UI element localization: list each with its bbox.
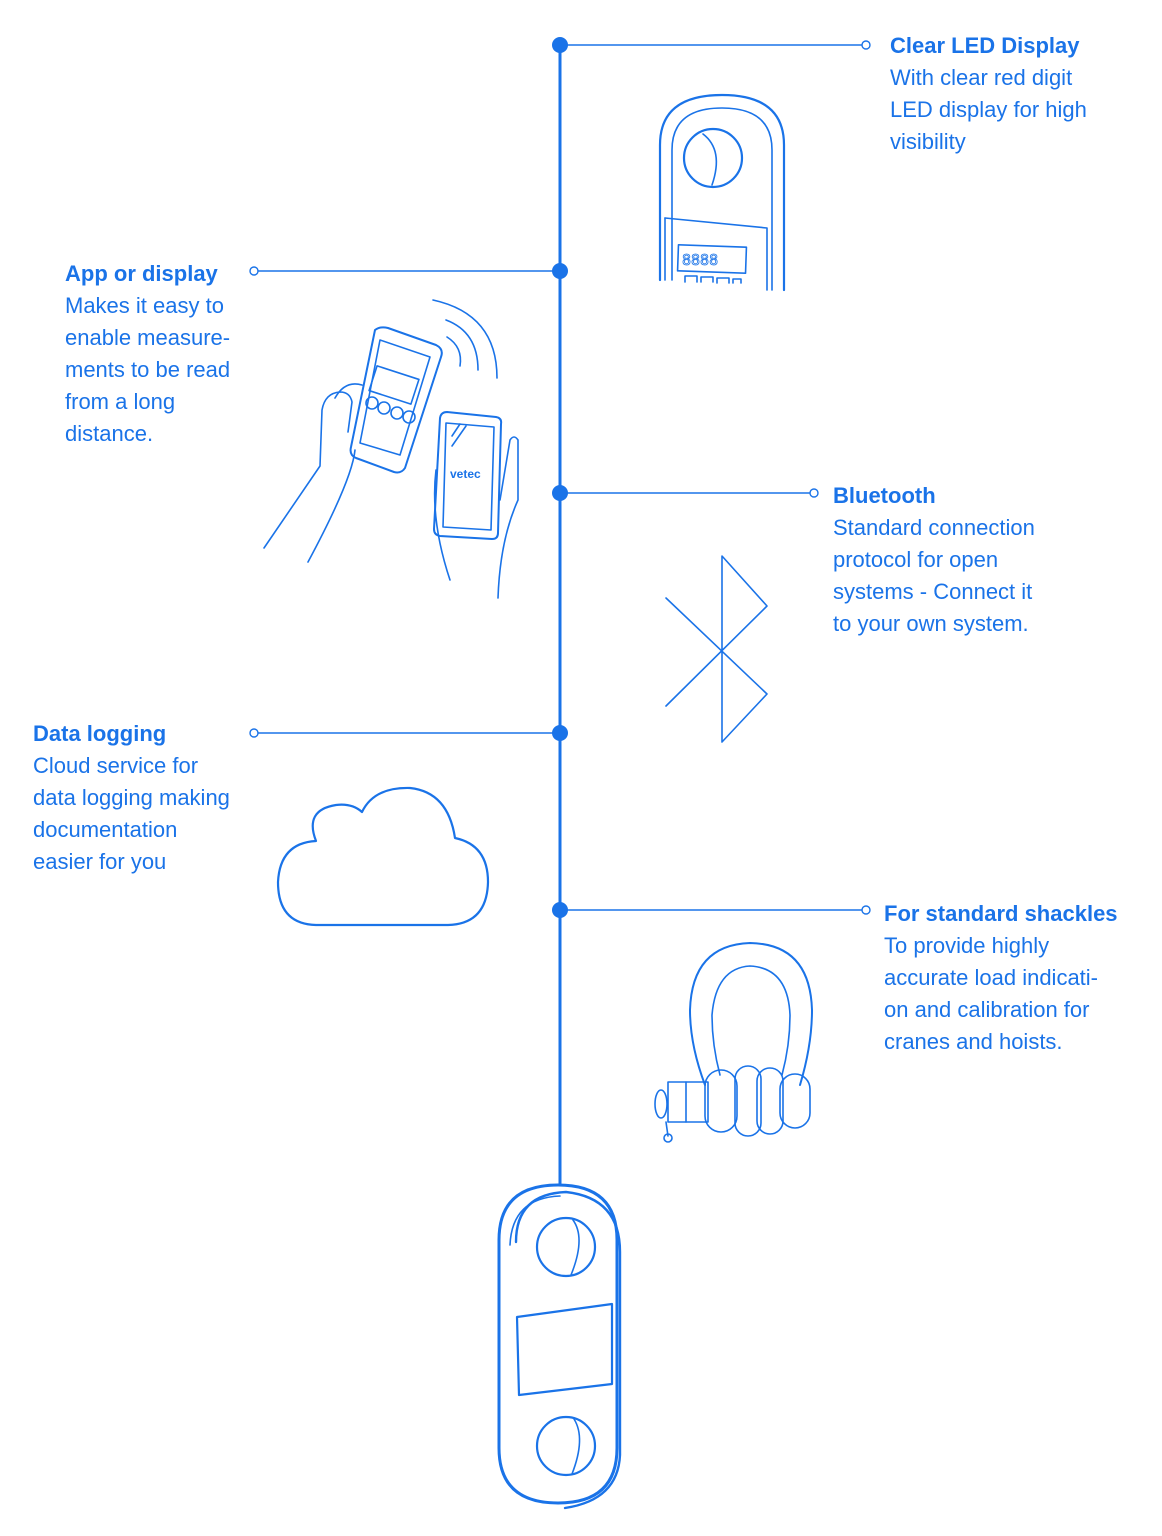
feature-desc-line: visibility xyxy=(890,129,966,154)
remote-and-phone-icon: vetec xyxy=(263,299,519,599)
feature-desc-line: data logging making xyxy=(33,785,230,810)
connector-shackles xyxy=(552,902,871,918)
shackle-icon xyxy=(654,942,813,1143)
feature-desc-line: Standard connection xyxy=(833,515,1035,540)
feature-bluetooth: Bluetooth Standard connection protocol f… xyxy=(833,480,1093,640)
feature-desc-line: accurate load indicati- xyxy=(884,965,1099,990)
connector-end-dot xyxy=(249,266,259,276)
feature-title: App or display xyxy=(65,261,218,286)
cloud-icon xyxy=(276,786,490,927)
feature-standard-shackles: For standard shackles To provide highly … xyxy=(884,898,1144,1058)
timeline-node xyxy=(552,263,568,279)
feature-desc-line: to your own system. xyxy=(833,611,1029,636)
connector-led xyxy=(552,37,871,53)
connector-end-dot xyxy=(861,40,871,50)
feature-desc-line: from a long xyxy=(65,389,176,414)
feature-desc-line: Makes it easy to xyxy=(65,293,224,318)
feature-desc-line: distance. xyxy=(65,421,154,446)
connector-end-dot xyxy=(809,488,819,498)
feature-title: Data logging xyxy=(33,721,167,746)
feature-title: For standard shackles xyxy=(884,901,1118,926)
feature-clear-led-display: Clear LED Display With clear red digit L… xyxy=(890,30,1140,158)
connector-end-dot xyxy=(249,728,259,738)
timeline-node xyxy=(552,725,568,741)
connector-app xyxy=(249,263,568,279)
feature-desc-line: systems - Connect it xyxy=(833,579,1033,604)
feature-desc-line: Cloud service for xyxy=(33,753,199,778)
phone-brand-label: vetec xyxy=(450,467,481,481)
led-digits: 8888 xyxy=(682,251,718,269)
connector-data-logging xyxy=(249,725,568,741)
feature-title: Clear LED Display xyxy=(890,33,1080,58)
feature-desc-line: To provide highly xyxy=(884,933,1050,958)
timeline-node xyxy=(552,485,568,501)
timeline-node xyxy=(552,902,568,918)
feature-app-or-display: App or display Makes it easy to enable m… xyxy=(65,258,265,450)
feature-desc-line: protocol for open xyxy=(833,547,999,572)
feature-desc-line: easier for you xyxy=(33,849,167,874)
feature-desc-line: on and calibration for xyxy=(884,997,1090,1022)
led-loadcell-icon: 8888 xyxy=(658,93,786,292)
feature-desc-line: LED display for high xyxy=(890,97,1087,122)
feature-desc-line: documentation xyxy=(33,817,178,842)
connector-end-dot xyxy=(861,905,871,915)
bluetooth-icon xyxy=(665,555,768,743)
connector-bluetooth xyxy=(552,485,819,501)
main-loadcell-icon xyxy=(497,1183,622,1510)
feature-desc-line: ments to be read xyxy=(65,357,231,382)
feature-desc-line: enable measure- xyxy=(65,325,231,350)
feature-desc-line: cranes and hoists. xyxy=(884,1029,1063,1054)
timeline-node xyxy=(552,37,568,53)
feature-data-logging: Data logging Cloud service for data logg… xyxy=(33,718,258,878)
feature-title: Bluetooth xyxy=(833,483,936,508)
feature-desc-line: With clear red digit xyxy=(890,65,1073,90)
